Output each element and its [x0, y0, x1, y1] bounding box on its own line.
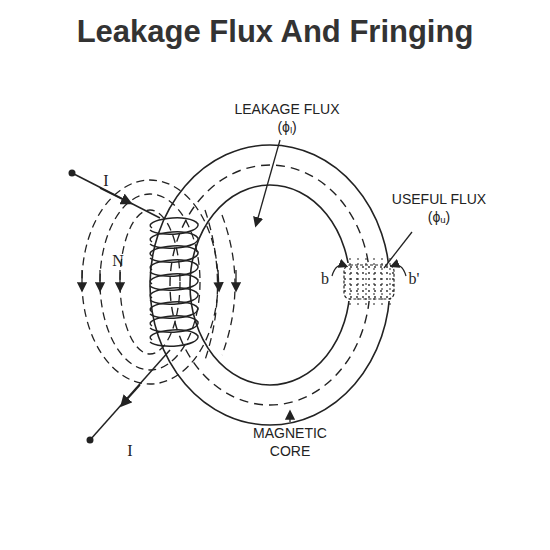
symbol-label: b': [405, 270, 423, 288]
fringing-line: [350, 258, 351, 306]
fringing-line: [358, 258, 359, 306]
symbol-label: N: [110, 252, 126, 270]
symbol-label: I: [98, 172, 114, 190]
fringing-line: [366, 258, 367, 306]
part-label: MAGNETIC CORE: [235, 424, 345, 460]
diagram-title: Leakage Flux And Fringing: [0, 14, 550, 50]
coil-winding: [150, 330, 198, 346]
fringing-line: [374, 258, 375, 306]
part-label: LEAKAGE FLUX (ϕₗ): [232, 100, 342, 136]
fringing-line: [382, 258, 383, 306]
fringing-line: [390, 258, 391, 306]
symbol-label: b: [318, 270, 332, 288]
symbol-label: I: [122, 442, 138, 460]
part-label: USEFUL FLUX (ϕᵤ): [384, 190, 494, 226]
